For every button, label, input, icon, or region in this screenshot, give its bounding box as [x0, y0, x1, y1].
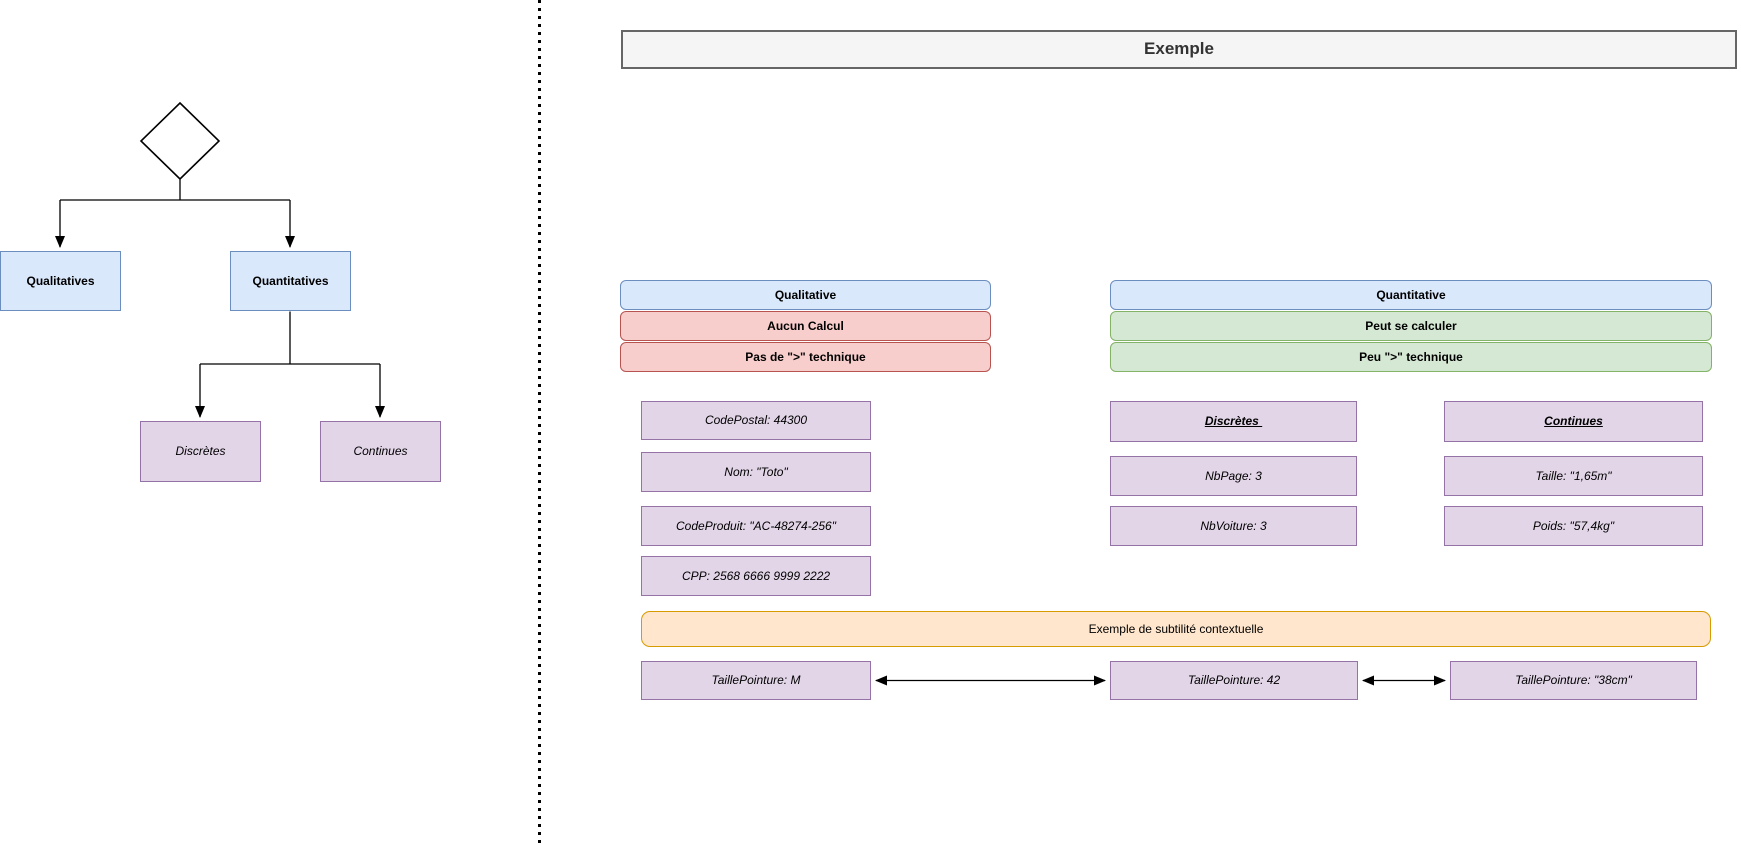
example-cpp: CPP: 2568 6666 9999 2222 [641, 556, 871, 596]
quantitative-rule-peu-sup: Peu ">" technique [1110, 342, 1712, 372]
qualitative-rule-pas-de-sup: Pas de ">" technique [620, 342, 991, 372]
decision-diamond [139, 101, 221, 181]
example-codepostal: CodePostal: 44300 [641, 401, 871, 440]
quantitative-header: Quantitative [1110, 280, 1712, 310]
example-nom: Nom: "Toto" [641, 452, 871, 492]
qualitative-rule-aucun-calcul: Aucun Calcul [620, 311, 991, 341]
example-poids: Poids: "57,4kg" [1444, 506, 1703, 546]
example-codeproduit: CodeProduit: "AC-48274-256" [641, 506, 871, 546]
quantitative-rule-peut-se-calculer: Peut se calculer [1110, 311, 1712, 341]
tree-node-quantitatives: Quantitatives [230, 251, 351, 311]
pointure-38cm: TaillePointure: "38cm" [1450, 661, 1697, 700]
tree-node-qualitatives: Qualitatives [0, 251, 121, 311]
discrete-column-header: Discrètes [1110, 401, 1357, 442]
tree-node-discretes: Discrètes [140, 421, 261, 482]
example-taille: Taille: "1,65m" [1444, 456, 1703, 496]
pointure-42: TaillePointure: 42 [1110, 661, 1358, 700]
pointure-m: TaillePointure: M [641, 661, 871, 700]
qualitative-header: Qualitative [620, 280, 991, 310]
tree-node-continues: Continues [320, 421, 441, 482]
panel-title: Exemple [621, 30, 1737, 69]
example-nbvoiture: NbVoiture: 3 [1110, 506, 1357, 546]
example-nbpage: NbPage: 3 [1110, 456, 1357, 496]
continuous-column-header: Continues [1444, 401, 1703, 442]
dotted-divider [538, 0, 541, 843]
context-note: Exemple de subtilité contextuelle [641, 611, 1711, 647]
